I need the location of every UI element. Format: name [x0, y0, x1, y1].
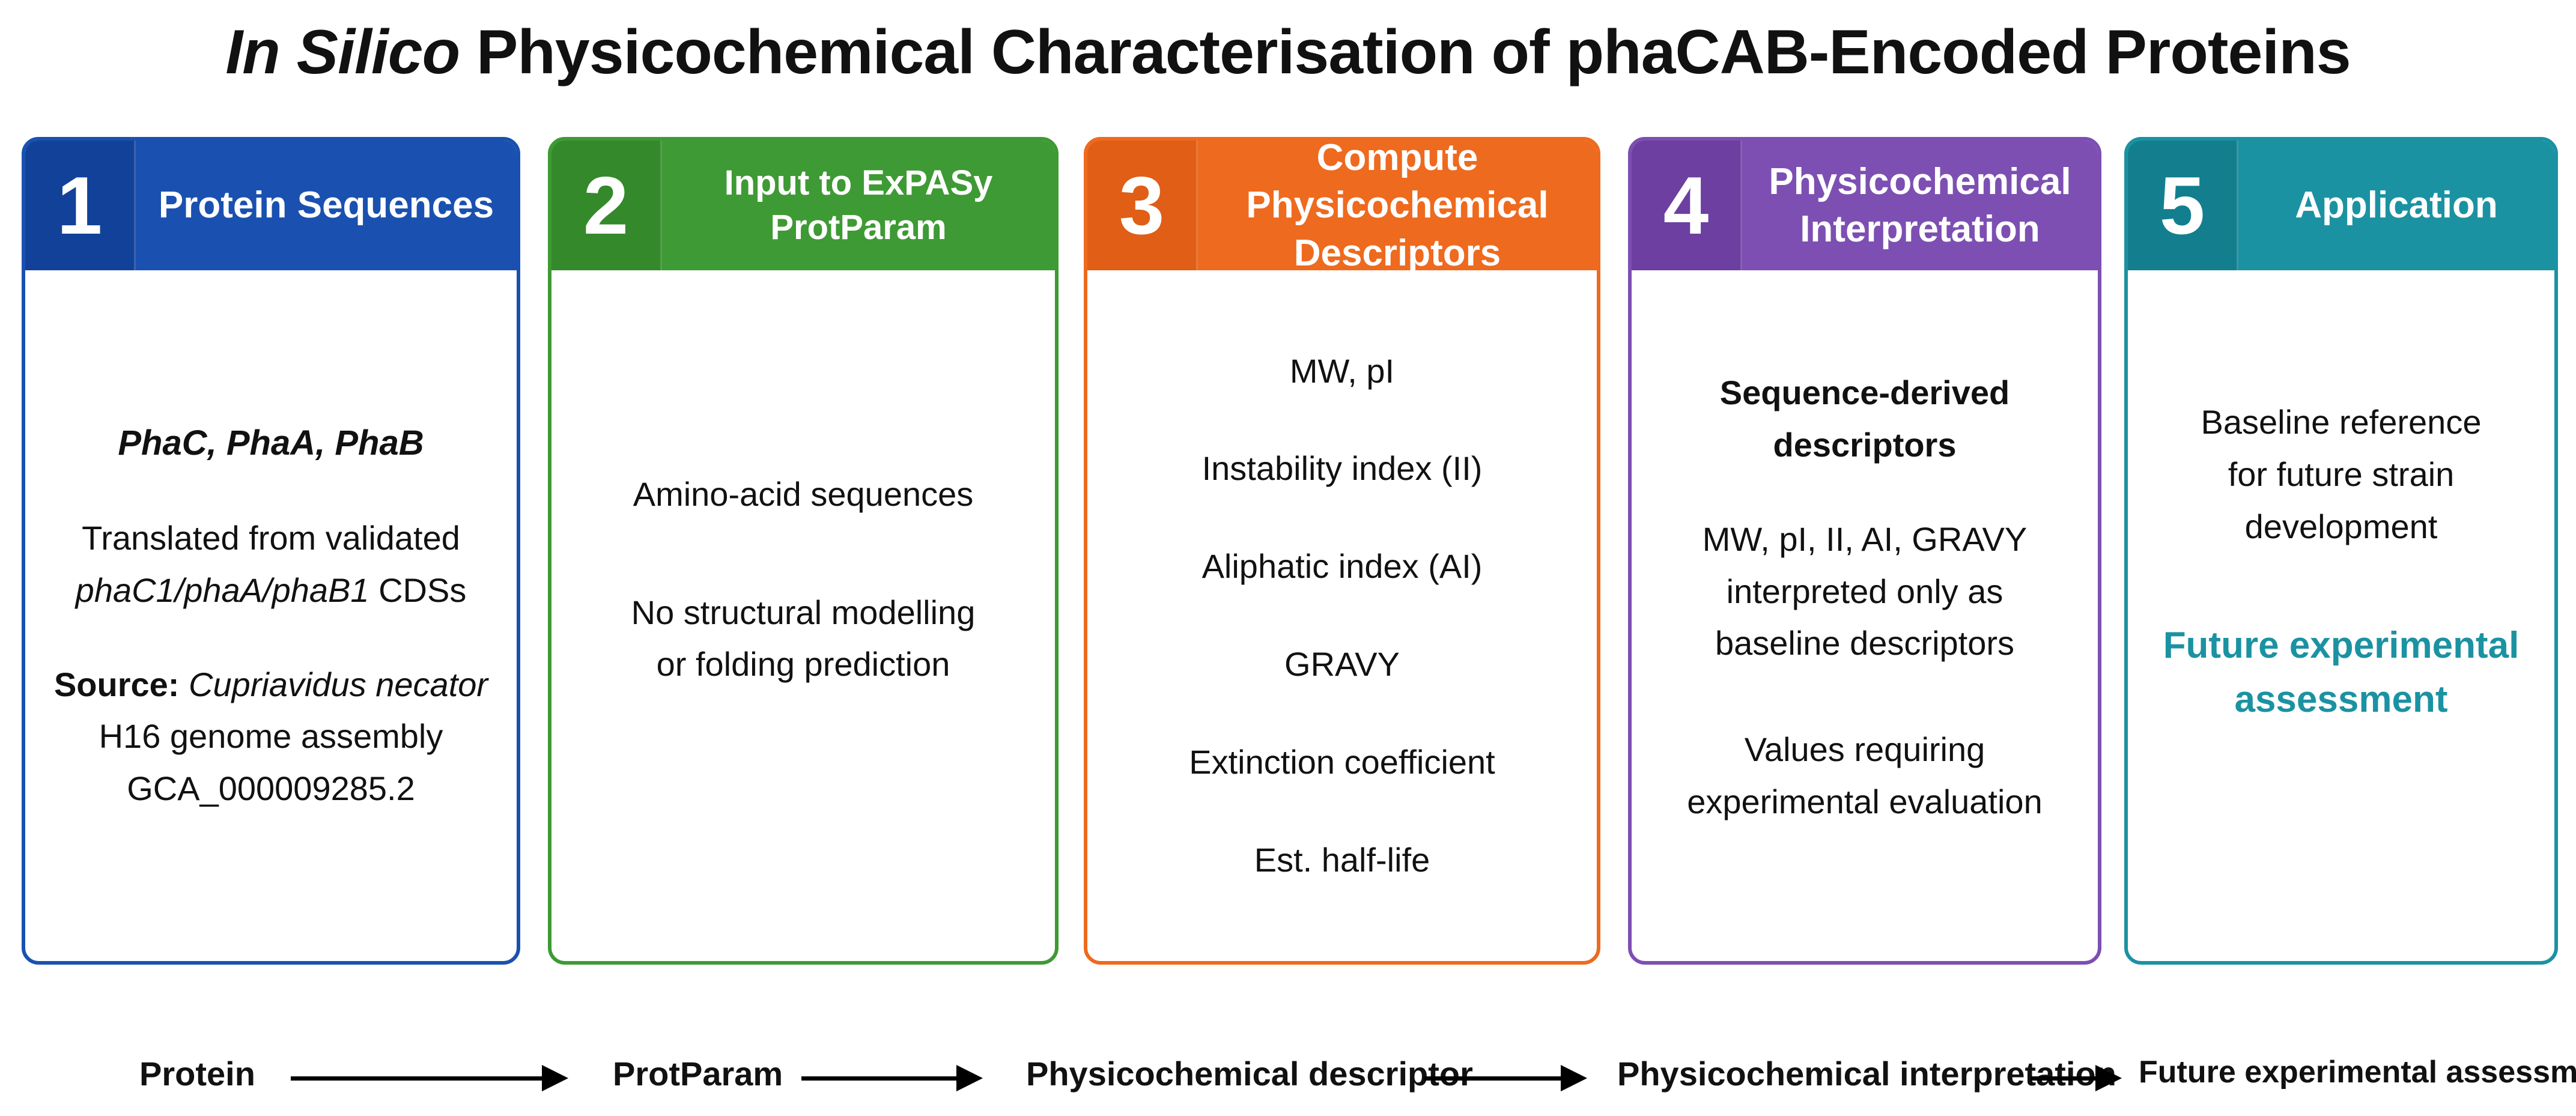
translation-cds-line: phaC1/phaA/phaB1 CDSs [76, 565, 467, 617]
step-number: 3 [1087, 141, 1198, 270]
step-number: 2 [551, 141, 662, 270]
evaluation-line: experimental evaluation [1687, 782, 2043, 820]
input-type: Amino-acid sequences [633, 475, 974, 513]
step-number: 5 [2128, 141, 2238, 270]
accent-line: Future experimental [2163, 625, 2520, 667]
flow-arrow-icon [801, 1065, 983, 1091]
interpretation-line: baseline descriptors [1715, 624, 2015, 663]
scope-note-line: No structural modelling [631, 593, 976, 631]
application-line: for future strain [2228, 455, 2455, 493]
translation-line: Translated from validated [82, 518, 460, 557]
panel-subtitle: Sequence-derived descriptors [1719, 374, 2010, 464]
panel-body: Baseline reference for future strain dev… [2128, 270, 2554, 961]
future-assessment: Future experimental assessment [2163, 619, 2520, 727]
page-title: In Silico Physicochemical Characterisati… [0, 17, 2576, 88]
descriptor-item: GRAVY [1284, 645, 1400, 683]
interpretation-line: MW, pI, II, AI, GRAVY [1702, 520, 2028, 558]
descriptor-item: MW, pI [1289, 351, 1395, 390]
panel-title: Application [2295, 184, 2498, 226]
title-italic: In Silico [225, 17, 460, 87]
application-line: Baseline reference [2201, 402, 2482, 441]
flow-arrow-icon [291, 1065, 568, 1091]
panel-header: 5 Application [2128, 141, 2554, 270]
panel-protparam-input: 2 Input to ExPASy ProtParam Amino-acid s… [548, 137, 1059, 965]
step-number: 1 [25, 141, 136, 270]
panel-title-line: Compute Physicochemical [1246, 137, 1549, 226]
panel-header: 1 Protein Sequences [25, 141, 517, 270]
panel-title-line: Descriptors [1293, 232, 1501, 274]
flow-arrow-icon [2031, 1065, 2122, 1091]
interpretation-line: interpreted only as [1726, 572, 2003, 610]
flow-step-protein: Protein [139, 1055, 255, 1093]
panel-body: PhaC, PhaA, PhaB Translated from validat… [25, 270, 517, 961]
panel-title-line: Physicochemical [1769, 160, 2071, 202]
panel-body: Sequence-derived descriptors MW, pI, II,… [1632, 270, 2098, 961]
application-line: development [2244, 507, 2438, 545]
cds-genes: phaC1/phaA/phaB1 [75, 571, 369, 609]
panel-protein-sequences: 1 Protein Sequences PhaC, PhaA, PhaB Tra… [22, 137, 520, 965]
flow-step-protparam: ProtParam [613, 1055, 783, 1093]
panel-title-line: Interpretation [1800, 208, 2040, 250]
scope-note-line: or folding prediction [656, 645, 950, 684]
evaluation-line: Values requiring [1744, 730, 1985, 769]
descriptor-item: Aliphatic index (AI) [1201, 547, 1483, 586]
source-accession: GCA_000009285.2 [127, 769, 415, 808]
step-number: 4 [1632, 141, 1742, 270]
panel-body: Amino-acid sequences No structural model… [551, 270, 1055, 961]
descriptor-item: Instability index (II) [1201, 449, 1483, 488]
descriptor-list: MW, pI Instability index (II) Aliphatic … [1087, 270, 1597, 961]
source-strain: H16 genome assembly [99, 717, 443, 756]
title-rest: Physicochemical Characterisation of phaC… [476, 17, 2351, 87]
panel-title: Protein Sequences [158, 184, 494, 226]
descriptor-item: Est. half-life [1254, 840, 1430, 879]
source-organism: Cupriavidus necator [189, 665, 488, 703]
source-label: Source: [53, 665, 180, 703]
translation-note: Translated from validated phaC1/phaA/pha… [76, 512, 467, 617]
cds-suffix: CDSs [378, 571, 467, 609]
panel-header: 2 Input to ExPASy ProtParam [551, 141, 1055, 270]
flow-step-interpretation: Physicochemical interpretation [1617, 1055, 2116, 1093]
accent-line: assessment [2234, 679, 2448, 721]
source-note: Source: Cupriavidus necator H16 genome a… [54, 659, 488, 815]
flow-step-descriptor: Physicochemical descriptor [1026, 1055, 1473, 1093]
descriptor-item: Extinction coefficient [1189, 742, 1495, 781]
source-line: Source: Cupriavidus necator [54, 659, 488, 711]
protein-names: PhaC, PhaA, PhaB [118, 423, 424, 463]
panel-title: Input to ExPASy ProtParam [724, 163, 993, 247]
flow-arrow-icon [1424, 1065, 1587, 1091]
flow-step-assessment: Future experimental assessment [2139, 1055, 2576, 1090]
panel-application: 5 Application Baseline reference for fut… [2124, 137, 2558, 965]
